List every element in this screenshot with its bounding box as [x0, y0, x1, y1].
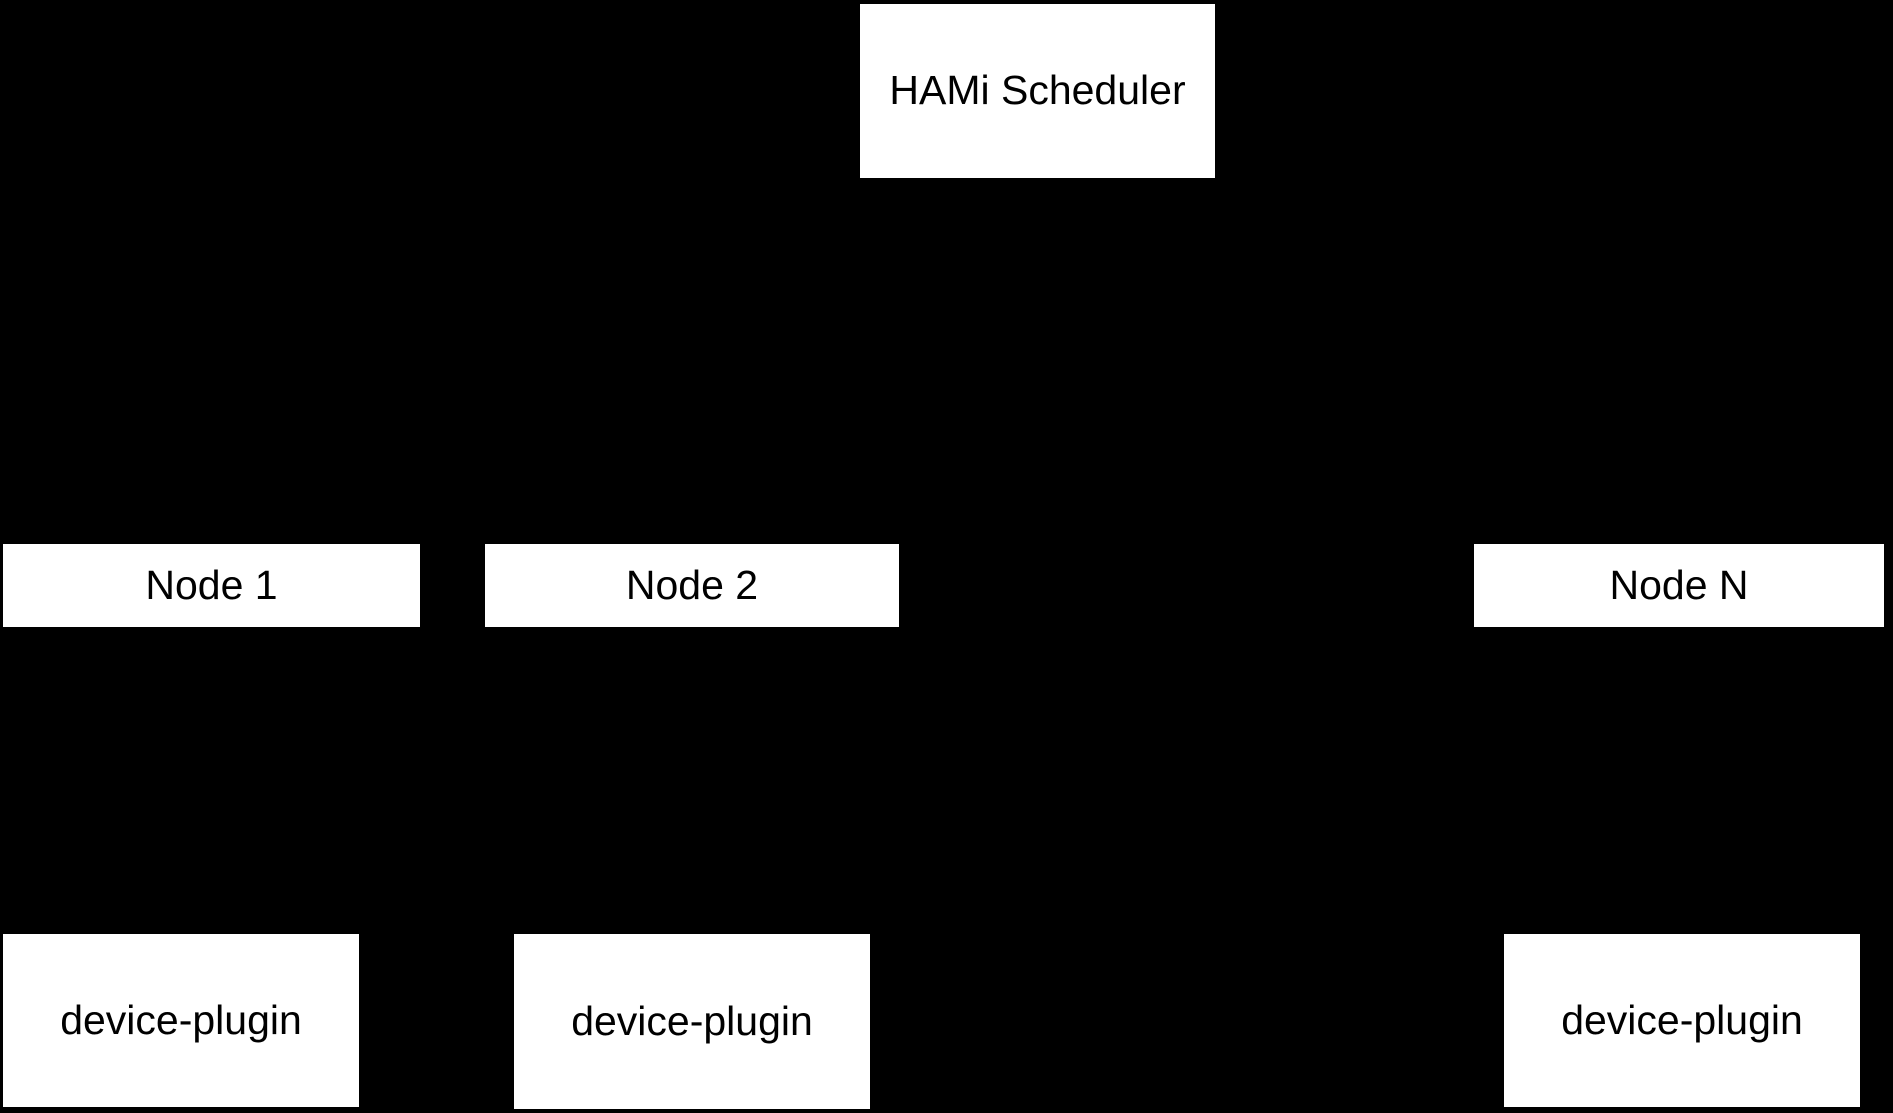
box-node-1: Node 1 — [2, 543, 421, 628]
box-device-plugin-2-label: device-plugin — [571, 997, 813, 1044]
box-hami-scheduler: HAMi Scheduler — [859, 3, 1216, 179]
box-device-plugin-1-label: device-plugin — [60, 996, 302, 1043]
box-node-2: Node 2 — [484, 543, 900, 628]
box-device-plugin-3: device-plugin — [1503, 933, 1861, 1108]
box-hami-scheduler-label: HAMi Scheduler — [889, 67, 1186, 114]
box-node-2-label: Node 2 — [625, 561, 759, 608]
box-node-n: Node N — [1473, 543, 1885, 628]
box-device-plugin-3-label: device-plugin — [1561, 996, 1803, 1043]
box-node-1-label: Node 1 — [145, 561, 278, 608]
box-device-plugin-2: device-plugin — [513, 933, 871, 1110]
box-node-n-label: Node N — [1609, 561, 1749, 608]
box-device-plugin-1: device-plugin — [2, 933, 360, 1108]
